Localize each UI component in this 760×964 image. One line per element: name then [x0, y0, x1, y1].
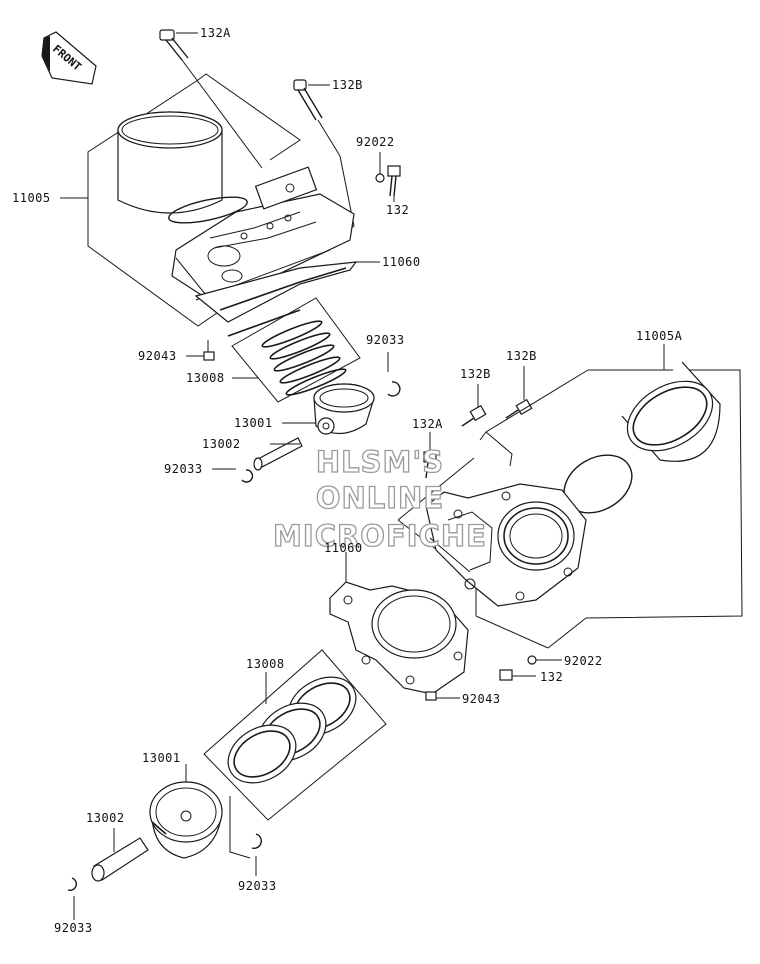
bolt-132b-top-icon — [293, 79, 323, 121]
cylinder-block-bottom-icon — [425, 483, 587, 607]
bolt-132-top-icon — [387, 165, 401, 197]
label-132-top[interactable]: 132 — [386, 203, 409, 217]
dowel-92043-bottom-icon — [425, 691, 437, 701]
pin-13002-top-icon — [253, 437, 303, 471]
bolt-132-bottom-icon — [499, 669, 536, 681]
label-92043-top[interactable]: 92043 — [138, 349, 177, 363]
ring-set-13008-bottom-icon — [227, 676, 357, 784]
label-13008-bottom[interactable]: 13008 — [246, 657, 285, 671]
watermark-line-2: ONLINE — [316, 481, 444, 515]
cylinder-block-top-icon — [171, 166, 355, 301]
ring-set-13008-top-icon — [261, 320, 347, 396]
watermark: HLSM'S ONLINE MICROFICHE — [272, 444, 487, 553]
cylinder-liner-bottom-icon — [563, 361, 721, 514]
label-92033-bottom-right[interactable]: 92033 — [238, 879, 277, 893]
label-92033-bottom-left[interactable]: 92033 — [54, 921, 93, 935]
bolt-132a-top-icon — [159, 29, 189, 61]
circlip-92033-bottom-right-icon — [251, 833, 262, 849]
label-11060-top[interactable]: 11060 — [382, 255, 421, 269]
dowel-92043-top-icon — [203, 351, 215, 361]
label-92033-top-left[interactable]: 92033 — [164, 462, 203, 476]
circlip-92033-top-right-icon — [387, 381, 401, 397]
bolt-132a-mid-icon — [423, 451, 437, 479]
label-132b-mid[interactable]: 132B — [460, 367, 491, 381]
bolt-132b-mid-icon — [461, 404, 487, 427]
label-92022-top[interactable]: 92022 — [356, 135, 395, 149]
label-92043-bottom[interactable]: 92043 — [462, 692, 501, 706]
label-13002-top[interactable]: 13002 — [202, 437, 241, 451]
watermark-line-3: MICROFICHE — [273, 519, 487, 553]
washer-92022-top-icon — [375, 173, 385, 183]
label-13002-bottom[interactable]: 13002 — [86, 811, 125, 825]
gasket-11060-bottom-icon — [329, 581, 469, 695]
label-13001-top[interactable]: 13001 — [234, 416, 273, 430]
label-13001-bottom[interactable]: 13001 — [142, 751, 181, 765]
watermark-line-1: HLSM'S — [316, 445, 444, 479]
label-132b-top[interactable]: 132B — [332, 78, 363, 92]
piston-13001-bottom-icon — [149, 781, 223, 859]
label-11005a[interactable]: 11005A — [636, 329, 683, 343]
circlip-92033-top-left-icon — [241, 469, 254, 483]
label-11005[interactable]: 11005 — [12, 191, 51, 205]
pin-13002-bottom-icon — [91, 837, 149, 882]
cylinder-liner-top-icon — [117, 111, 248, 224]
piston-13001-top-icon — [313, 383, 375, 435]
label-92033-top-right[interactable]: 92033 — [366, 333, 405, 347]
label-132-bottom[interactable]: 132 — [540, 670, 563, 684]
bolt-132b-mid2-icon — [505, 398, 533, 419]
label-132a-top[interactable]: 132A — [200, 26, 231, 40]
label-92022-bottom[interactable]: 92022 — [564, 654, 603, 668]
washer-92022-bottom-icon — [527, 655, 537, 665]
front-arrow-icon: FRONT — [41, 31, 97, 85]
label-13008-top[interactable]: 13008 — [186, 371, 225, 385]
circlip-92033-bottom-left-icon — [67, 877, 78, 892]
label-132a-mid[interactable]: 132A — [412, 417, 443, 431]
label-11060-bottom[interactable]: 11060 — [324, 541, 363, 555]
label-132b-mid2[interactable]: 132B — [506, 349, 537, 363]
